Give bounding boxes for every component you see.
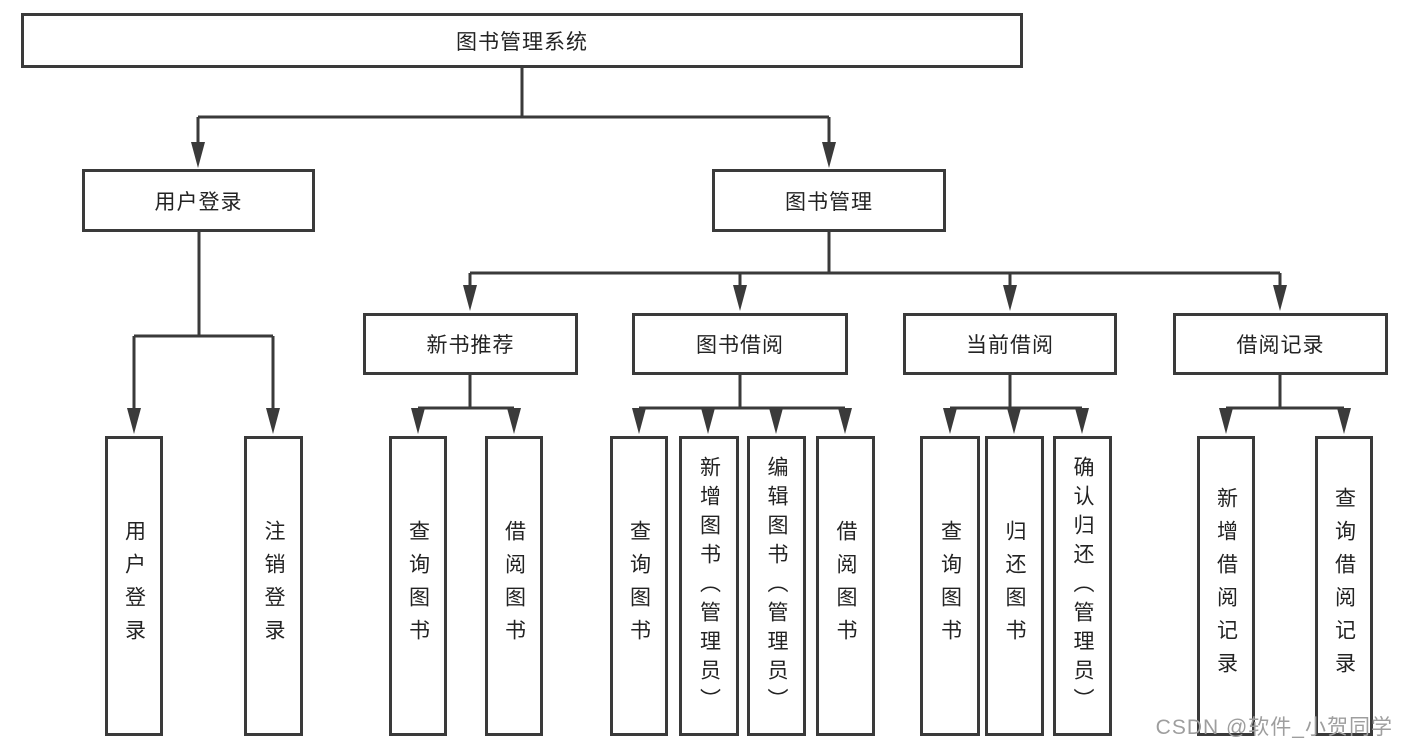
- leaf-query-books-recommend: 查询图书: [389, 436, 447, 736]
- leaf-add-book-admin-label: 新增图书（管理员）: [697, 455, 721, 717]
- leaf-query-books-borrow: 查询图书: [610, 436, 668, 736]
- node-book-management-label: 图书管理: [785, 190, 873, 214]
- connector-book-management-group: [468, 231, 1282, 287]
- node-borrow-records-label: 借阅记录: [1236, 334, 1325, 357]
- leaf-add-borrow-record: 新增借阅记录: [1197, 436, 1255, 736]
- arrowheads-level4: [411, 408, 1351, 434]
- node-new-book-recommend-label: 新书推荐: [426, 334, 515, 357]
- leaf-query-books-current: 查询图书: [920, 436, 980, 736]
- leaf-return-book: 归还图书: [985, 436, 1044, 736]
- node-new-book-recommend: 新书推荐: [363, 313, 578, 375]
- arrowheads-user-login-group: [127, 408, 280, 434]
- leaf-confirm-return-admin-label: 确认归还（管理员）: [1071, 455, 1094, 717]
- watermark: CSDN @软件_小贺同学: [1155, 716, 1393, 739]
- node-current-borrow-label: 当前借阅: [966, 334, 1054, 357]
- connector-root-to-level2: [196, 67, 831, 146]
- leaf-edit-book-admin-label: 编辑图书（管理员）: [765, 455, 788, 717]
- leaf-query-borrow-record: 查询借阅记录: [1315, 436, 1373, 736]
- leaf-query-books-borrow-label: 查询图书: [627, 520, 651, 652]
- connector-user-login-group: [132, 231, 275, 410]
- node-borrow-records: 借阅记录: [1173, 313, 1388, 375]
- connector-current-borrow-group: [950, 374, 1082, 410]
- leaf-query-borrow-record-label: 查询借阅记录: [1332, 487, 1356, 685]
- leaf-user-login: 用户登录: [105, 436, 163, 736]
- leaf-borrow-books-recommend-label: 借阅图书: [502, 520, 526, 652]
- node-current-borrow: 当前借阅: [903, 313, 1117, 375]
- node-user-login: 用户登录: [82, 169, 315, 232]
- node-book-borrow-label: 图书借阅: [696, 334, 784, 357]
- node-book-management: 图书管理: [712, 169, 946, 232]
- leaf-logout: 注销登录: [244, 436, 303, 736]
- arrowheads-level2: [191, 142, 836, 168]
- leaf-borrow-books: 借阅图书: [816, 436, 875, 736]
- leaf-confirm-return-admin: 确认归还（管理员）: [1053, 436, 1112, 736]
- leaf-borrow-books-recommend: 借阅图书: [485, 436, 543, 736]
- leaf-return-book-label: 归还图书: [1003, 520, 1026, 652]
- node-book-borrow: 图书借阅: [632, 313, 848, 375]
- leaf-query-books-recommend-label: 查询图书: [406, 520, 430, 652]
- connector-new-book-group: [418, 374, 514, 410]
- leaf-add-book-admin: 新增图书（管理员）: [679, 436, 739, 736]
- leaf-edit-book-admin: 编辑图书（管理员）: [747, 436, 806, 736]
- leaf-query-books-current-label: 查询图书: [938, 520, 962, 652]
- connector-book-borrow-group: [639, 374, 845, 410]
- leaf-borrow-books-label: 借阅图书: [834, 520, 857, 652]
- connector-borrow-record-group: [1226, 374, 1344, 410]
- leaf-logout-label: 注销登录: [262, 520, 285, 652]
- node-root: 图书管理系统: [21, 13, 1023, 68]
- leaf-user-login-label: 用户登录: [122, 520, 146, 652]
- node-root-label: 图书管理系统: [456, 30, 588, 54]
- arrowheads-level3: [463, 285, 1287, 311]
- leaf-add-borrow-record-label: 新增借阅记录: [1214, 487, 1238, 685]
- node-user-login-label: 用户登录: [154, 190, 243, 214]
